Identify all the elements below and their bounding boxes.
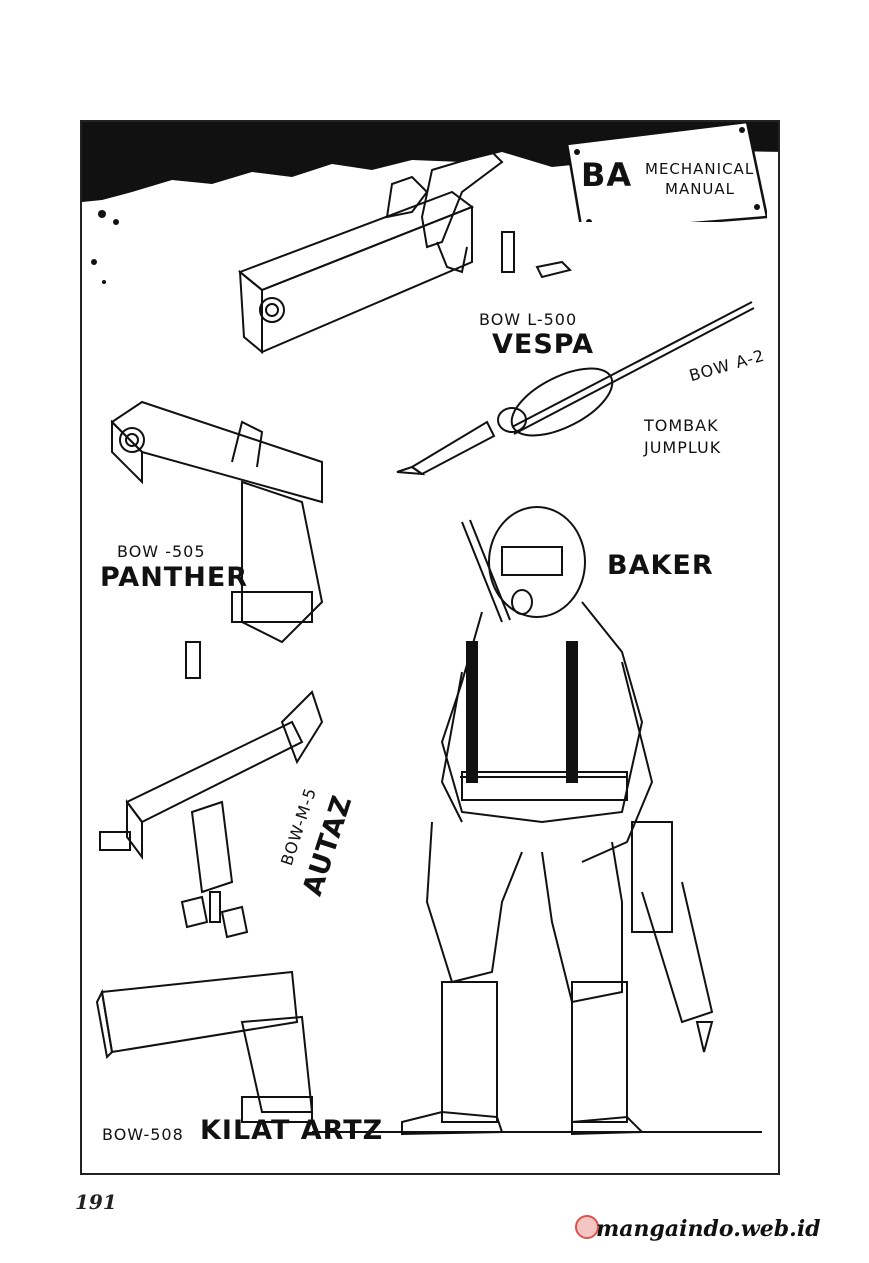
kilat-name-label: KILAT ARTZ	[200, 1115, 384, 1146]
watermark-text[interactable]: mangaindo.web.id	[596, 1216, 821, 1242]
sign-logo: BA	[581, 156, 633, 194]
mechanical-manual-sign: BA MECHANICAL MANUAL	[567, 122, 767, 222]
baker-name-label: BAKER	[607, 550, 714, 581]
weapons-illustration	[82, 122, 778, 1136]
tombak-name-line1: TOMBAK	[644, 416, 719, 435]
vespa-code-label: BOW L-500	[479, 310, 578, 329]
panther-name-label: PANTHER	[100, 562, 249, 593]
vespa-name-label: VESPA	[492, 329, 594, 360]
sign-title-line1: MECHANICAL	[645, 160, 755, 178]
page-number: 191	[75, 1190, 117, 1214]
sign-board-icon	[567, 122, 767, 222]
sign-title-line2: MANUAL	[665, 180, 736, 198]
panther-code-label: BOW -505	[117, 542, 206, 561]
kilat-code-label: BOW-508	[102, 1125, 184, 1144]
watermark-logo-icon	[575, 1215, 599, 1239]
illustration-panel: BA MECHANICAL MANUAL BOW L-500 VESPA BOW…	[80, 120, 780, 1175]
tombak-name-line2: JUMPLUK	[644, 438, 722, 457]
